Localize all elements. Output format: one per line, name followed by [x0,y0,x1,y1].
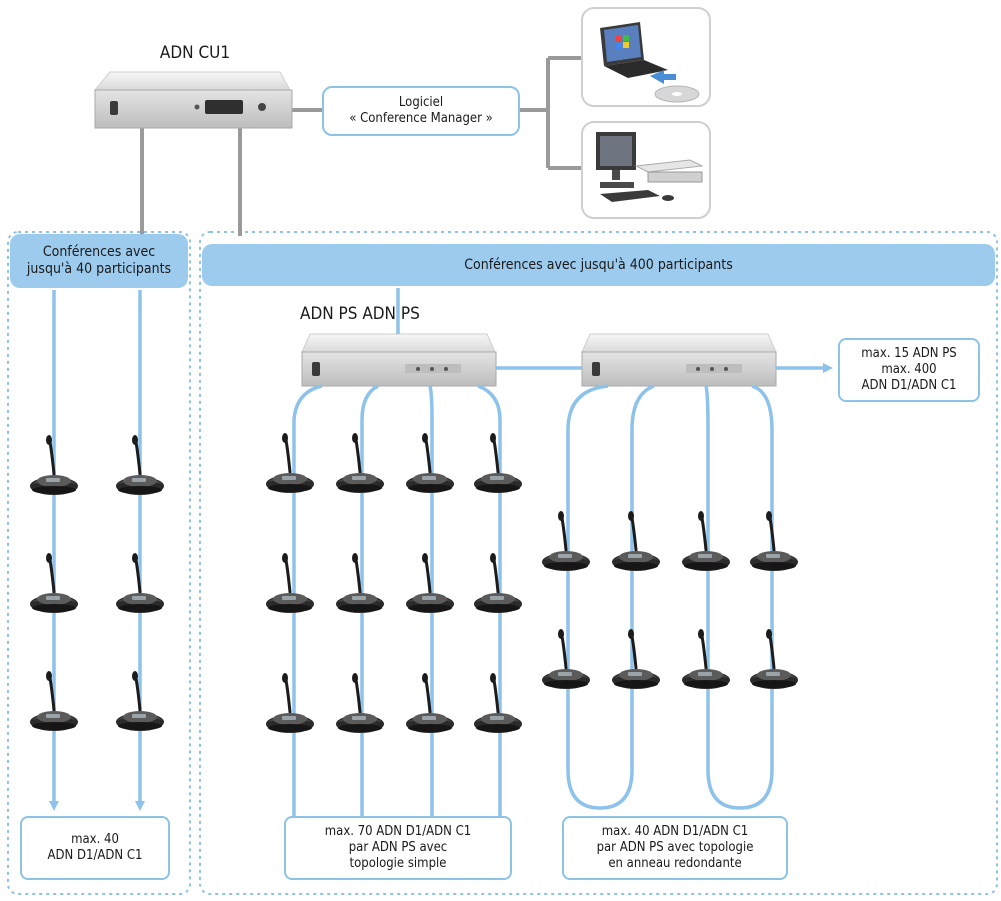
cd-disc-icon [654,85,700,103]
conference-microphone-icon [264,431,316,495]
conference-microphone-icon [540,627,592,691]
right-section-label: Conférences avec jusqu'à 400 participant… [464,256,733,273]
laptop-icon [600,22,668,78]
expansion-box[interactable]: max. 15 ADN PS max. 400 ADN D1/ADN C1 [838,338,980,402]
conference-microphone-icon [334,431,386,495]
software-label: Logiciel « Conference Manager » [349,95,493,126]
desktop-card[interactable] [581,121,711,219]
control-unit-device-icon [93,71,293,129]
power-supply-label: ADN PS ADN PS [300,304,420,324]
simple-topology-label: max. 70 ADN D1/ADN C1 par ADN PS avec to… [324,824,472,871]
ring-topology-box[interactable]: max. 40 ADN D1/ADN C1 par ADN PS avec to… [562,816,788,880]
conference-microphone-icon [404,671,456,735]
conference-microphone-icon [264,551,316,615]
conference-microphone-icon [610,509,662,573]
conference-microphone-icon [680,509,732,573]
power-supply-device-icon-2 [581,333,777,387]
conference-microphone-icon [610,627,662,691]
conference-microphone-icon [472,551,524,615]
laptop-card[interactable] [581,7,711,107]
left-max-label: max. 40 ADN D1/ADN C1 [47,832,143,863]
conference-microphone-icon [680,627,732,691]
conference-microphone-icon [404,551,456,615]
conference-microphone-icon [334,671,386,735]
conference-microphone-icon [472,671,524,735]
conference-microphone-icon [264,671,316,735]
simple-topology-box[interactable]: max. 70 ADN D1/ADN C1 par ADN PS avec to… [284,816,512,880]
control-unit-label: ADN CU1 [159,43,231,63]
cu-cables [140,56,584,236]
conference-microphone-icon [748,509,800,573]
software-box[interactable]: Logiciel « Conference Manager » [322,86,520,136]
conference-microphone-icon [748,627,800,691]
power-supply-device-icon [301,333,497,387]
right-section-frame [199,231,998,895]
right-section-header: Conférences avec jusqu'à 400 participant… [202,244,995,286]
left-section-label: Conférences avec jusqu'à 40 participants [26,244,172,277]
left-max-box[interactable]: max. 40 ADN D1/ADN C1 [20,816,170,880]
left-section-microphones [28,433,166,733]
simple-topology-microphones [264,431,524,735]
expansion-label: max. 15 ADN PS max. 400 ADN D1/ADN C1 [861,346,957,393]
ring-topology-label: max. 40 ADN D1/ADN C1 par ADN PS avec to… [596,824,754,871]
conference-microphone-icon [404,431,456,495]
conference-microphone-icon [334,551,386,615]
left-section-header: Conférences avec jusqu'à 40 participants [10,234,188,288]
desktop-computer-icon [596,132,704,202]
conference-microphone-icon [472,431,524,495]
ring-topology-microphones [540,509,800,691]
left-section-frame [7,231,191,895]
conference-microphone-icon [540,509,592,573]
